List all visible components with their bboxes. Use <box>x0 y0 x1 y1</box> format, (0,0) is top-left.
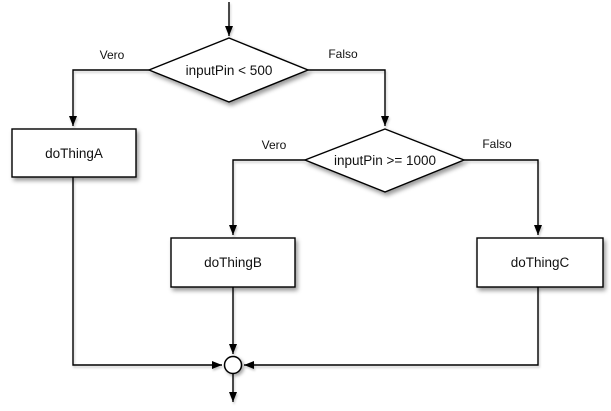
connector-decision2-true-to-process-b <box>229 159 305 235</box>
decision1-false-branch-label: Falso <box>328 47 358 61</box>
process-a-box <box>11 128 137 178</box>
connector-decision1-true-to-process-a <box>69 69 149 126</box>
process-b-label: doThingB <box>204 255 262 270</box>
decision2-diamond <box>303 128 466 193</box>
process-a-label: doThingA <box>45 146 103 161</box>
process-c-label: doThingC <box>511 255 570 270</box>
connector-process-a-to-junction <box>72 177 222 369</box>
decision1-diamond <box>147 37 310 103</box>
merge-junction-circle-icon <box>223 355 243 375</box>
process-c-box <box>476 237 604 288</box>
decision1-condition: inputPin < 500 <box>186 63 273 78</box>
connector-decision1-false-to-decision2 <box>308 69 389 126</box>
decision2-true-branch-label: Vero <box>262 138 287 152</box>
process-b-box <box>170 237 296 288</box>
decision2-false-branch-label: Falso <box>482 137 512 151</box>
decision2-condition: inputPin >= 1000 <box>334 153 436 168</box>
connector-process-c-to-junction <box>244 287 539 369</box>
decision1-true-branch-label: Vero <box>100 48 125 62</box>
connector-decision2-false-to-process-c <box>464 159 542 235</box>
